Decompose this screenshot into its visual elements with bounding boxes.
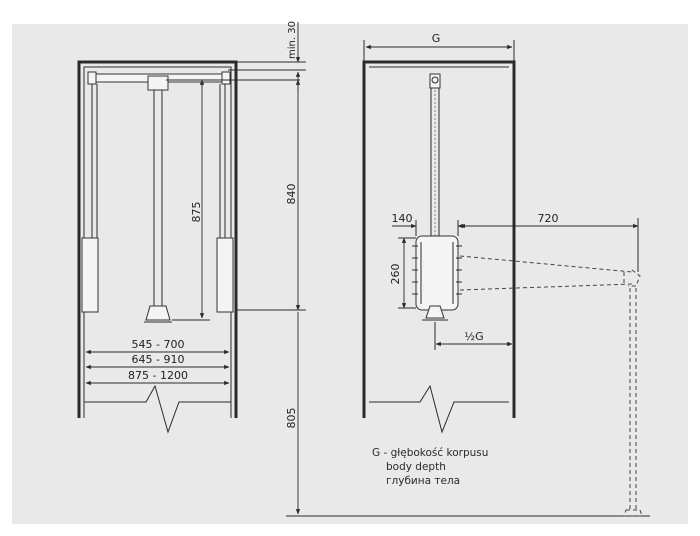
vertical-dimensions: [166, 22, 650, 517]
legend-line-1: G - głębokość korpusu: [372, 447, 488, 459]
front-view: [77, 60, 238, 434]
front-cabinet-outline: [77, 60, 238, 418]
left-mount-plate: [81, 237, 99, 313]
dim-min30-label: min. 30: [287, 21, 298, 59]
dim-140-label: 140: [392, 212, 413, 225]
side-cabinet-outline: [362, 60, 516, 418]
legend-line-2: body depth: [386, 461, 446, 473]
side-view: [362, 40, 643, 517]
dim-g-label: G: [432, 32, 441, 45]
dim-w2-label: 645 - 910: [132, 353, 185, 366]
bracket-teeth-right: [456, 245, 462, 295]
dim-720-label: 720: [538, 212, 559, 225]
dim-840-label: 840: [285, 184, 298, 205]
dim-875-label: 875: [190, 202, 203, 223]
handle-foot: [145, 305, 171, 321]
side-bracket: [415, 235, 459, 311]
dim-260-label: 260: [389, 264, 402, 285]
top-mount: [429, 73, 441, 89]
dim-140-ext: [415, 220, 459, 236]
legend: G - głębokość korpusu body depth глубина…: [372, 447, 488, 487]
legend-line-3: глубина тела: [386, 475, 460, 487]
dim-805-label: 805: [285, 408, 298, 429]
right-mount-plate: [216, 237, 234, 313]
front-break-line: [84, 384, 231, 434]
pulled-foot: [623, 509, 643, 517]
pulled-arm-lower: [459, 283, 633, 291]
dim-halfg-label: ½G: [464, 330, 483, 343]
bracket-teeth-left: [412, 245, 418, 295]
top-ext-lines: [166, 61, 306, 81]
center-rod: [153, 90, 163, 306]
side-handle-foot: [425, 305, 445, 319]
dim-875-ext: [168, 79, 210, 321]
top-mount-pivot: [431, 76, 439, 84]
rail-end-left: [87, 71, 97, 85]
dim-w1-label: 545 - 700: [132, 338, 185, 351]
drawing-background: [12, 24, 688, 524]
rail-center-block: [147, 75, 169, 91]
side-break-line: [369, 384, 509, 434]
dim-g-ext: [363, 40, 515, 62]
pulled-rail: [623, 269, 641, 287]
side-bracket-inner: [420, 242, 454, 304]
dim-w3-label: 875 - 1200: [128, 369, 188, 382]
rail-end-right: [221, 71, 231, 85]
pulled-arm-upper: [459, 255, 633, 273]
dim-260-ext: [398, 237, 416, 309]
pulled-rod: [629, 288, 637, 510]
